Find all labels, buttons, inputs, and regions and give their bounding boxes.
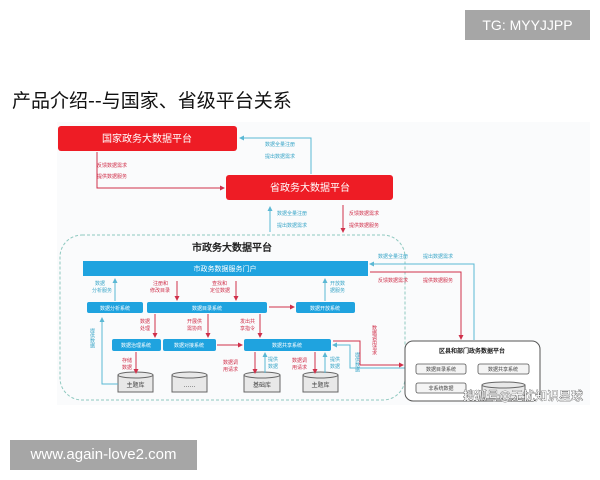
national-to-province-arrow bbox=[96, 152, 225, 191]
label: 数据 bbox=[140, 318, 150, 325]
district-non-system-box bbox=[415, 382, 467, 394]
district-catalog-label: 数据目录系统 bbox=[426, 366, 456, 373]
label: 数据全量注册 bbox=[265, 141, 295, 148]
docking-system-box bbox=[163, 339, 216, 351]
label: 反馈数据需求 bbox=[378, 277, 408, 284]
database-label: 主题库 bbox=[126, 381, 144, 389]
district-platform-title: 区县和部门政务数据平台 bbox=[439, 347, 505, 355]
website-badge: www.again-love2.com bbox=[10, 440, 197, 470]
province-platform-box bbox=[226, 175, 393, 200]
national-platform-title: 国家政务大数据平台 bbox=[102, 132, 192, 145]
label: 提供 bbox=[268, 356, 278, 363]
label: 开放数 bbox=[330, 280, 345, 287]
label: 处理 bbox=[140, 325, 150, 332]
label: 数据 bbox=[122, 364, 132, 371]
label: 修改目录 bbox=[150, 287, 170, 294]
governance-system-box bbox=[112, 339, 161, 351]
label: 分析服务 bbox=[92, 287, 112, 294]
label: 享指令 bbox=[240, 325, 255, 332]
city-arrows bbox=[99, 261, 475, 385]
label: 提供数据服务 bbox=[97, 173, 127, 180]
analysis-system-box bbox=[87, 302, 143, 313]
province-to-national-arrow bbox=[239, 135, 312, 174]
catalog-system-box bbox=[147, 302, 267, 313]
open-system-label: 数据开放系统 bbox=[310, 305, 340, 312]
label: 据服务 bbox=[330, 287, 345, 294]
label: 数据 bbox=[95, 280, 105, 287]
label: 查找和 bbox=[212, 280, 227, 287]
tg-badge: TG: MYYJJPP bbox=[465, 10, 590, 40]
label: 用请求 bbox=[223, 366, 238, 373]
governance-system-label: 数据治理系统 bbox=[121, 342, 151, 349]
sharing-system-box bbox=[244, 339, 331, 351]
analysis-system-label: 数据分析系统 bbox=[100, 305, 130, 312]
label: 提供数据服务 bbox=[349, 222, 379, 229]
docking-system-label: 数据对接系统 bbox=[174, 342, 204, 349]
label: 提出数据需求 bbox=[265, 153, 295, 160]
district-sharing-label: 数据共享系统 bbox=[488, 366, 518, 373]
database-label: 基础库 bbox=[253, 381, 271, 389]
label: 数据调用请求 bbox=[371, 324, 377, 355]
label: 数据调 bbox=[292, 357, 307, 364]
database-base: 基础库 bbox=[243, 371, 281, 393]
open-system-box bbox=[296, 302, 355, 313]
label: 反馈数据需求 bbox=[349, 210, 379, 217]
label: 数据全量注册 bbox=[378, 253, 408, 260]
label: 发出共 bbox=[240, 318, 255, 325]
label: 提供 bbox=[330, 356, 340, 363]
city-platform-title: 市政务大数据平台 bbox=[192, 241, 272, 254]
label: 需协商 bbox=[187, 325, 202, 332]
label: 用请求 bbox=[292, 364, 307, 371]
slide-title: 产品介绍--与国家、省级平台关系 bbox=[12, 90, 292, 112]
district-catalog-box bbox=[415, 363, 467, 375]
label: 数据 bbox=[268, 363, 278, 370]
database-other: …… bbox=[171, 371, 208, 393]
label: 反馈数据需求 bbox=[97, 162, 127, 169]
label: 数据全量注册 bbox=[277, 210, 307, 217]
label: 定位数据 bbox=[210, 287, 230, 294]
label: 提出数据需求 bbox=[423, 253, 453, 260]
district-non-system-label: 非系统数据 bbox=[428, 385, 453, 392]
district-database bbox=[481, 381, 526, 400]
city-platform-container bbox=[59, 234, 406, 401]
district-sharing-box bbox=[477, 363, 530, 375]
city-portal-bar bbox=[83, 261, 368, 276]
watermark: 搜狐号@无忧知识星球 bbox=[463, 388, 583, 403]
province-platform-title: 省政务大数据平台 bbox=[270, 181, 350, 194]
city-portal-title: 市政务数据服务门户 bbox=[194, 264, 257, 273]
label: 开展供 bbox=[187, 318, 202, 325]
label: 提供数据服务 bbox=[423, 277, 453, 284]
database-theme-1: 主题库 bbox=[117, 371, 154, 393]
database-label: 主题库 bbox=[311, 381, 329, 389]
label: 提供数据 bbox=[354, 351, 360, 373]
label: 存储 bbox=[122, 357, 132, 364]
sharing-system-label: 数据共享系统 bbox=[272, 342, 302, 349]
label: 注册和 bbox=[153, 280, 168, 287]
label: 数据调 bbox=[223, 359, 238, 366]
label: 提出数据需求 bbox=[277, 222, 307, 229]
catalog-system-label: 数据目录系统 bbox=[192, 305, 222, 312]
national-platform-box bbox=[58, 126, 237, 151]
database-theme-2: 主题库 bbox=[302, 371, 339, 393]
database-label: …… bbox=[184, 382, 196, 389]
label: 数据 bbox=[330, 363, 340, 370]
label: 提供数据 bbox=[89, 327, 95, 349]
